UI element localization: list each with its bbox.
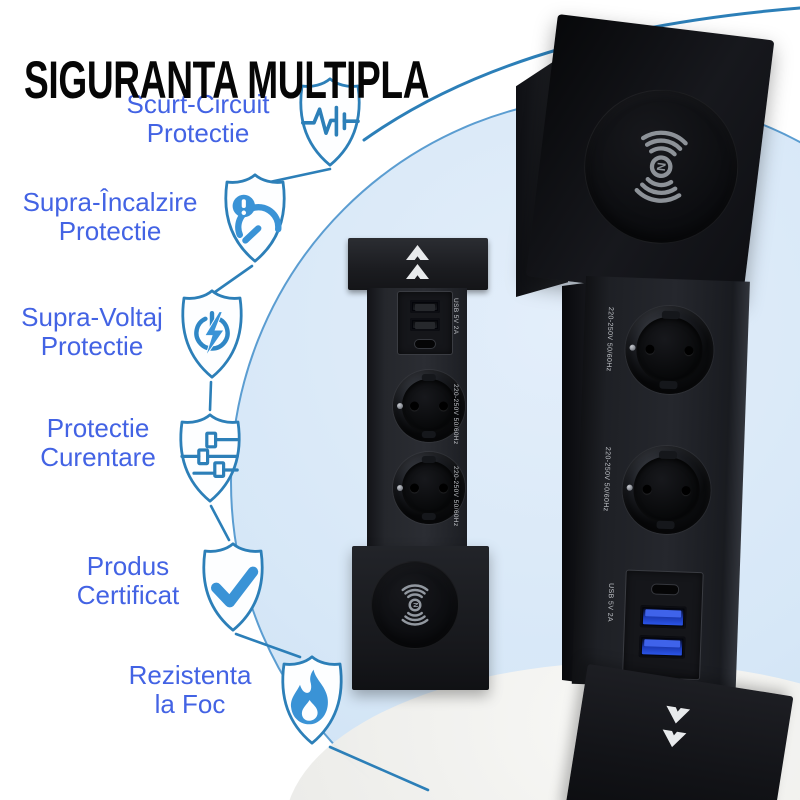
- power-surge-shield-icon: [172, 285, 252, 383]
- slide-cap-bottom: N: [352, 546, 489, 690]
- power-socket: [393, 452, 465, 524]
- usb-a-port: [410, 318, 440, 331]
- fire-resistance-shield-icon: [272, 651, 352, 749]
- product-retracted-unit: USB 5V 2A 220-250V 50/60Hz 220-250V 50/6…: [348, 238, 490, 690]
- slide-cap-top: [348, 238, 488, 290]
- usb-rating-label: USB 5V 2A: [452, 298, 459, 335]
- usb-a-port: [410, 300, 440, 313]
- wireless-charging-pad: N: [371, 561, 459, 649]
- power-socket: [393, 370, 465, 442]
- unit-body: USB 5V 2A 220-250V 50/60Hz 220-250V 50/6…: [367, 288, 467, 550]
- wireless-charging-icon: N: [401, 584, 429, 626]
- slide-up-arrows-icon: [406, 245, 429, 279]
- usb-c-port: [414, 339, 436, 349]
- short-circuit-shield-icon: [290, 73, 370, 171]
- svg-text:N: N: [412, 603, 419, 608]
- socket-rating-label: 220-250V 50/60Hz: [452, 466, 459, 527]
- socket-rating-label: 220-250V 50/60Hz: [452, 384, 459, 445]
- swoosh-line: [362, 6, 800, 142]
- usb-panel: [397, 291, 453, 355]
- leakage-current-shield-icon: [170, 409, 250, 507]
- overheat-gauge-shield-icon: [215, 169, 295, 267]
- certified-check-shield-icon: [193, 538, 273, 636]
- page-title: SIGURANTA MULTIPLA: [24, 50, 430, 110]
